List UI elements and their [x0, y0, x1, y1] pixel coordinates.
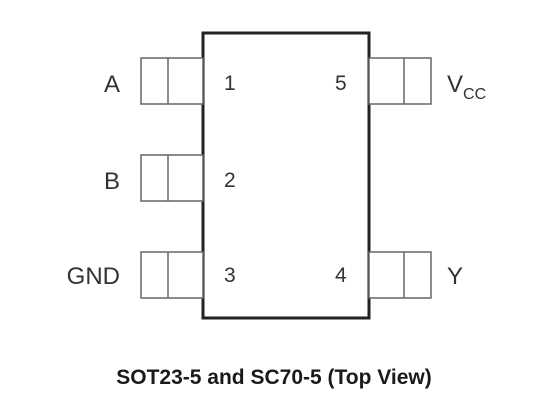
pin-1-number: 1 [224, 72, 236, 95]
ic-body [201, 31, 371, 320]
pin-3-name: GND [67, 263, 120, 290]
pin-2-name: B [104, 168, 120, 195]
pin-3-lead [140, 251, 204, 299]
pin-4-lead [368, 251, 432, 299]
pin-5-name-main: V [447, 71, 463, 98]
pin-3-number: 3 [224, 264, 236, 287]
pin-2-lead [140, 154, 204, 202]
pin-5-lead [368, 57, 432, 105]
pin-3: 3 GND [67, 251, 236, 299]
pin-1: 1 A [104, 57, 236, 105]
pin-4: 4 Y [335, 251, 463, 299]
pin-5-name-subscript: CC [463, 86, 486, 103]
pin-4-name: Y [447, 263, 463, 290]
pin-5: 5 VCC [335, 57, 486, 105]
pin-1-name: A [104, 71, 120, 98]
pin-2: 2 B [104, 154, 236, 202]
pin-2-number: 2 [224, 169, 236, 192]
pin-5-name: VCC [447, 71, 486, 103]
pin-1-lead [140, 57, 204, 105]
pin-5-number: 5 [335, 72, 347, 95]
pin-4-number: 4 [335, 264, 347, 287]
package-caption: SOT23-5 and SC70-5 (Top View) [116, 366, 431, 389]
